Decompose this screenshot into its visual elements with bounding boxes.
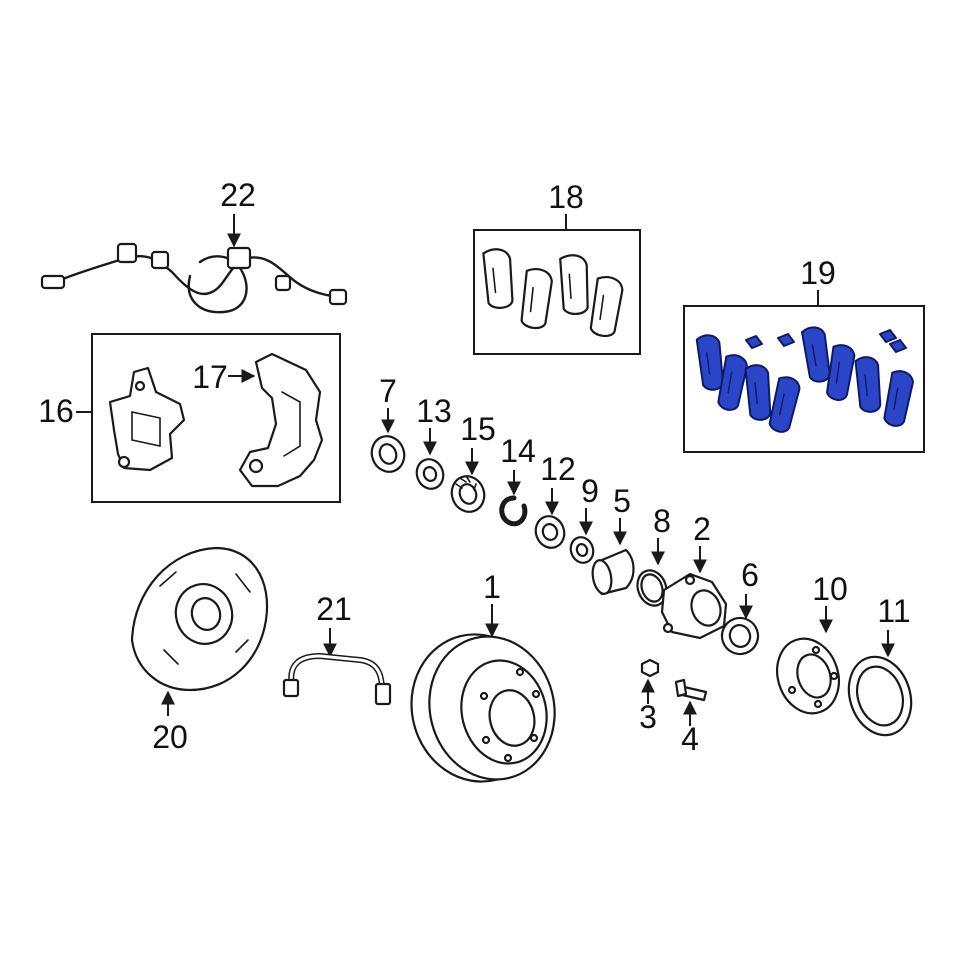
part-4-hub-bolt[interactable]: 4 bbox=[674, 678, 708, 757]
callout-19: 19 bbox=[800, 255, 836, 291]
callout-13: 13 bbox=[416, 393, 452, 429]
part-20-backing-plate[interactable]: 20 bbox=[130, 546, 269, 755]
sensor-plug bbox=[40, 274, 66, 290]
part-18-pad-set[interactable]: 18 bbox=[473, 179, 641, 355]
callout-16: 16 bbox=[38, 393, 74, 429]
callout-3: 3 bbox=[639, 699, 657, 735]
part-15-bearing[interactable]: 15 bbox=[447, 411, 496, 516]
callout-8: 8 bbox=[653, 503, 671, 539]
highlight-frame bbox=[683, 305, 925, 453]
part-2-axle-hub[interactable]: 2 bbox=[660, 511, 728, 640]
part-8-o-ring[interactable]: 8 bbox=[633, 503, 672, 610]
part-5-spacer-sleeve[interactable]: 5 bbox=[590, 483, 635, 596]
callout-12: 12 bbox=[540, 451, 576, 487]
part-1-brake-rotor[interactable]: 1 bbox=[396, 569, 570, 796]
part-21-brake-hose[interactable]: 21 bbox=[282, 591, 392, 706]
pad-set-frame bbox=[473, 229, 641, 355]
callout-21: 21 bbox=[316, 591, 352, 627]
part-12-bearing-race[interactable]: 12 bbox=[531, 451, 576, 552]
callout-14: 14 bbox=[500, 433, 536, 469]
part-19-pad-set-highlighted[interactable]: 19 bbox=[683, 255, 925, 453]
callout-22: 22 bbox=[220, 177, 256, 213]
part-6-hub-seal[interactable]: 6 bbox=[717, 557, 763, 659]
callout-15: 15 bbox=[460, 411, 496, 447]
part-13-bearing-race[interactable]: 13 bbox=[413, 393, 452, 493]
callout-11: 11 bbox=[877, 593, 910, 629]
callout-2: 2 bbox=[693, 511, 711, 547]
callout-7: 7 bbox=[379, 373, 397, 409]
part-22-abs-wire-harness[interactable]: 22 bbox=[40, 177, 348, 314]
part-17-caliper-bracket[interactable]: 17 bbox=[192, 352, 324, 488]
callout-20: 20 bbox=[152, 719, 188, 755]
shim-clip bbox=[879, 329, 897, 343]
callout-18: 18 bbox=[548, 179, 584, 215]
shim-clip bbox=[777, 333, 795, 347]
callout-10: 10 bbox=[812, 571, 848, 607]
part-16-caliper[interactable]: 16 bbox=[38, 333, 341, 503]
part-10-drive-flange[interactable]: 10 bbox=[768, 571, 849, 721]
bracket-body bbox=[238, 352, 324, 488]
part-14-snap-ring[interactable]: 14 bbox=[499, 433, 536, 527]
caliper-body bbox=[108, 366, 186, 472]
shim-clip bbox=[745, 335, 763, 349]
callout-5: 5 bbox=[613, 483, 631, 519]
part-7-oil-seal[interactable]: 7 bbox=[367, 373, 409, 476]
callout-1: 1 bbox=[483, 569, 501, 605]
callout-17: 17 bbox=[192, 359, 228, 395]
caliper-frame bbox=[91, 333, 341, 503]
part-11-gasket[interactable]: 11 bbox=[839, 593, 921, 743]
callout-9: 9 bbox=[581, 473, 599, 509]
callout-4: 4 bbox=[681, 721, 699, 757]
part-3-nut[interactable]: 3 bbox=[639, 658, 660, 735]
part-9-seal-ring[interactable]: 9 bbox=[567, 473, 599, 566]
shim-clip bbox=[889, 339, 907, 353]
callout-6: 6 bbox=[741, 557, 759, 593]
highlighted-pads bbox=[695, 326, 914, 433]
